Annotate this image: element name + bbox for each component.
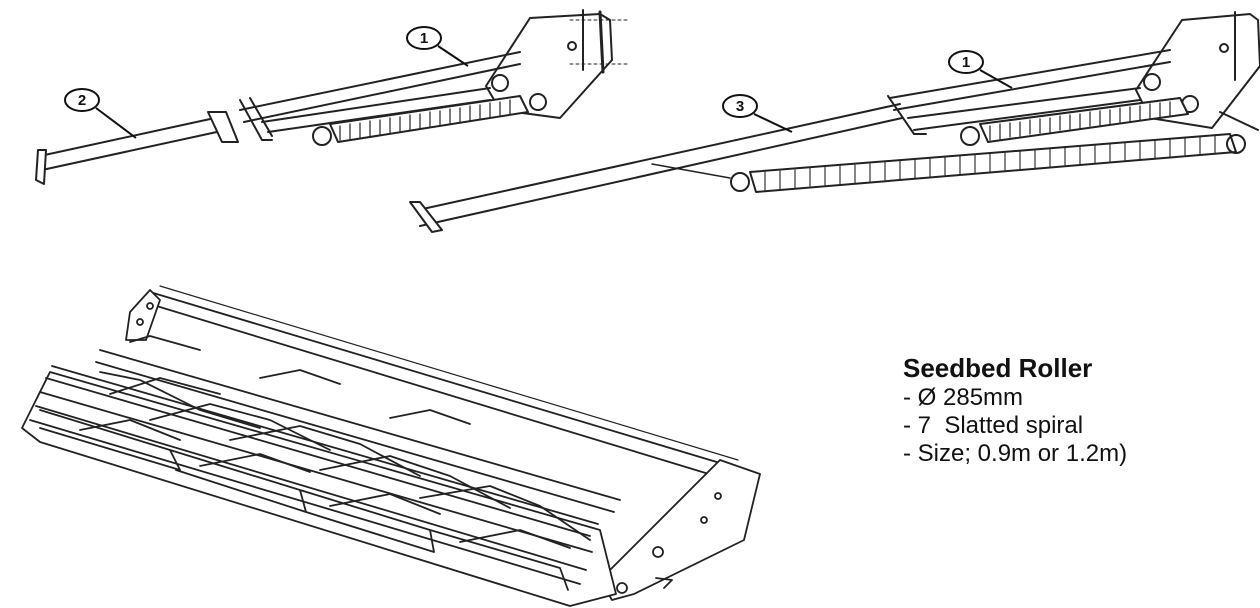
bracket-hole xyxy=(529,93,547,111)
callout-1a: 1 xyxy=(406,26,469,67)
tube-end-cap xyxy=(409,201,443,233)
roller-slats xyxy=(29,335,621,591)
callout-3-label: 3 xyxy=(736,98,744,115)
callout-1a-label: 1 xyxy=(420,30,428,47)
tube-end-cap xyxy=(35,149,47,185)
spec-size: - Size; 0.9m or 1.2m) xyxy=(903,440,1128,467)
roller-bearing xyxy=(652,546,664,558)
long-tension-spring xyxy=(730,111,1259,193)
extension-tube-3 xyxy=(417,103,901,211)
roller-end-plate-right xyxy=(599,459,761,601)
bracket-hole xyxy=(1143,73,1161,91)
short-arm-assembly xyxy=(35,9,631,185)
arm-1 xyxy=(239,51,521,111)
spec-diameter: - Ø 285mm xyxy=(903,384,1024,411)
bracket-hole xyxy=(1219,43,1229,53)
spec-title: Seedbed Roller xyxy=(903,353,1093,383)
roller-bearing xyxy=(616,582,628,594)
long-arm-assembly xyxy=(409,11,1260,233)
arm-1 xyxy=(889,49,1171,99)
tension-spring xyxy=(960,97,1189,146)
spec-slats: - 7 Slatted spiral xyxy=(903,412,1084,439)
callout-1b: 1 xyxy=(948,50,1013,89)
roller-body xyxy=(21,371,617,607)
roller-specifications: Seedbed Roller - Ø 285mm - 7 Slatted spi… xyxy=(903,352,1243,468)
callout-1b-label: 1 xyxy=(962,54,970,71)
callout-2: 2 xyxy=(64,88,137,139)
bracket-hole xyxy=(491,74,509,92)
callout-2-label: 2 xyxy=(78,92,86,109)
roller-frame-rail xyxy=(149,291,731,467)
mounting-bracket xyxy=(485,13,613,119)
bracket-hole xyxy=(567,41,577,51)
roller-end-plate-left xyxy=(125,289,161,341)
tension-spring xyxy=(312,95,529,146)
tube-clamp xyxy=(207,111,239,143)
seedbed-roller xyxy=(21,285,761,607)
callout-3: 3 xyxy=(722,94,793,133)
